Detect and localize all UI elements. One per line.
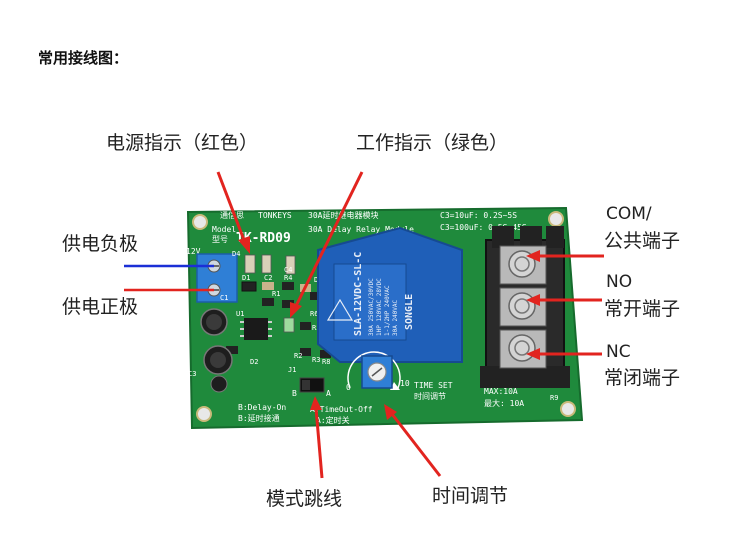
board-mode-b-en: B:Delay-On (238, 403, 286, 412)
jumper-b-label: B (292, 389, 297, 398)
ref-c1: C1 (220, 294, 228, 302)
ref-r6: R6 (310, 310, 318, 318)
relay-spec-4: 30A 240VAC (392, 299, 399, 336)
output-terminal-block (480, 226, 570, 388)
label-nc-en: NC (606, 342, 631, 362)
board-brand-cn: 通信思 (220, 210, 244, 220)
relay-spec-1: 30A 250VAC/30VDC (368, 278, 375, 336)
mode-jumper (299, 377, 325, 393)
ref-c3: C3 (188, 370, 196, 378)
ref-r1: R1 (272, 290, 280, 298)
potentiometer (347, 351, 401, 390)
ref-j1: J1 (288, 366, 296, 374)
relay-spec-2: 1HP 120VAC 28VDC (376, 278, 383, 336)
ref-u1: U1 (236, 310, 244, 318)
board-brand-en: TONKEYS (258, 211, 292, 220)
label-com-cn: 公共端子 (604, 230, 681, 252)
label-nc-cn: 常闭端子 (604, 367, 681, 389)
electrolytic-capacitors (200, 308, 233, 393)
board-model-label-cn: 型号 (212, 235, 228, 244)
board-mode-a-cn: A:定时关 (316, 415, 350, 425)
label-work-indicator: 工作指示（绿色） (356, 132, 509, 154)
ref-c4: C4 (284, 266, 292, 274)
label-no-en: NO (606, 272, 633, 292)
label-supply-positive: 供电正极 (62, 296, 139, 318)
relay-spec-3: 1-1/2HP 240VAC (384, 285, 391, 336)
pot-max: 10 (400, 379, 410, 388)
label-supply-negative: 供电负极 (62, 233, 139, 255)
board-model-label: Model (212, 225, 236, 234)
board-max-en: MAX:10A (484, 387, 518, 396)
ref-r4: R4 (284, 274, 292, 282)
label-time-adjust: 时间调节 (432, 485, 509, 507)
ref-c2: C2 (264, 274, 272, 282)
ref-d2: D2 (250, 358, 258, 366)
pot-min: 0 (346, 383, 351, 392)
label-no-cn: 常开端子 (604, 298, 681, 320)
label-mode-jumper: 模式跳线 (266, 488, 343, 510)
ref-r2: R2 (294, 352, 302, 360)
ref-r8: R8 (322, 358, 330, 366)
board-product-en: 30A Delay Relay Module (308, 225, 414, 234)
board-time-set-en: TIME SET (414, 381, 453, 390)
ref-r5: R5 (312, 324, 320, 332)
board-mode-a-en: A:TimeOut-Off (310, 405, 373, 414)
ref-d4: D4 (232, 250, 240, 258)
board-mode-b-cn: B:延时接通 (238, 413, 280, 423)
label-com-en: COM/ (606, 204, 652, 224)
board-voltage: 12V (186, 247, 201, 256)
annotation-arrows (216, 171, 604, 479)
relay-model: SLA-12VDC-SL-C (353, 252, 364, 336)
smd-components (226, 254, 331, 358)
board-product-cn: 30A延时继电器模块 (308, 210, 378, 220)
relay (317, 226, 463, 363)
relay-brand: SONGLE (404, 294, 415, 330)
board-max-cn: 最大: 10A (484, 398, 524, 408)
ref-r9: R9 (550, 394, 558, 402)
ref-d1: D1 (242, 274, 250, 282)
board-c3-line2: C3=100uF: 0.5S~45S (440, 223, 527, 232)
board-c3-line1: C3=10uF: 0.2S~5S (440, 211, 517, 220)
board-time-set-cn: 时间调节 (414, 391, 446, 401)
label-power-indicator: 电源指示（红色） (106, 132, 259, 154)
ref-r3: R3 (312, 356, 320, 364)
page-title: 常用接线图： (38, 49, 129, 67)
power-terminal (196, 253, 238, 303)
jumper-a-label: A (326, 389, 331, 398)
